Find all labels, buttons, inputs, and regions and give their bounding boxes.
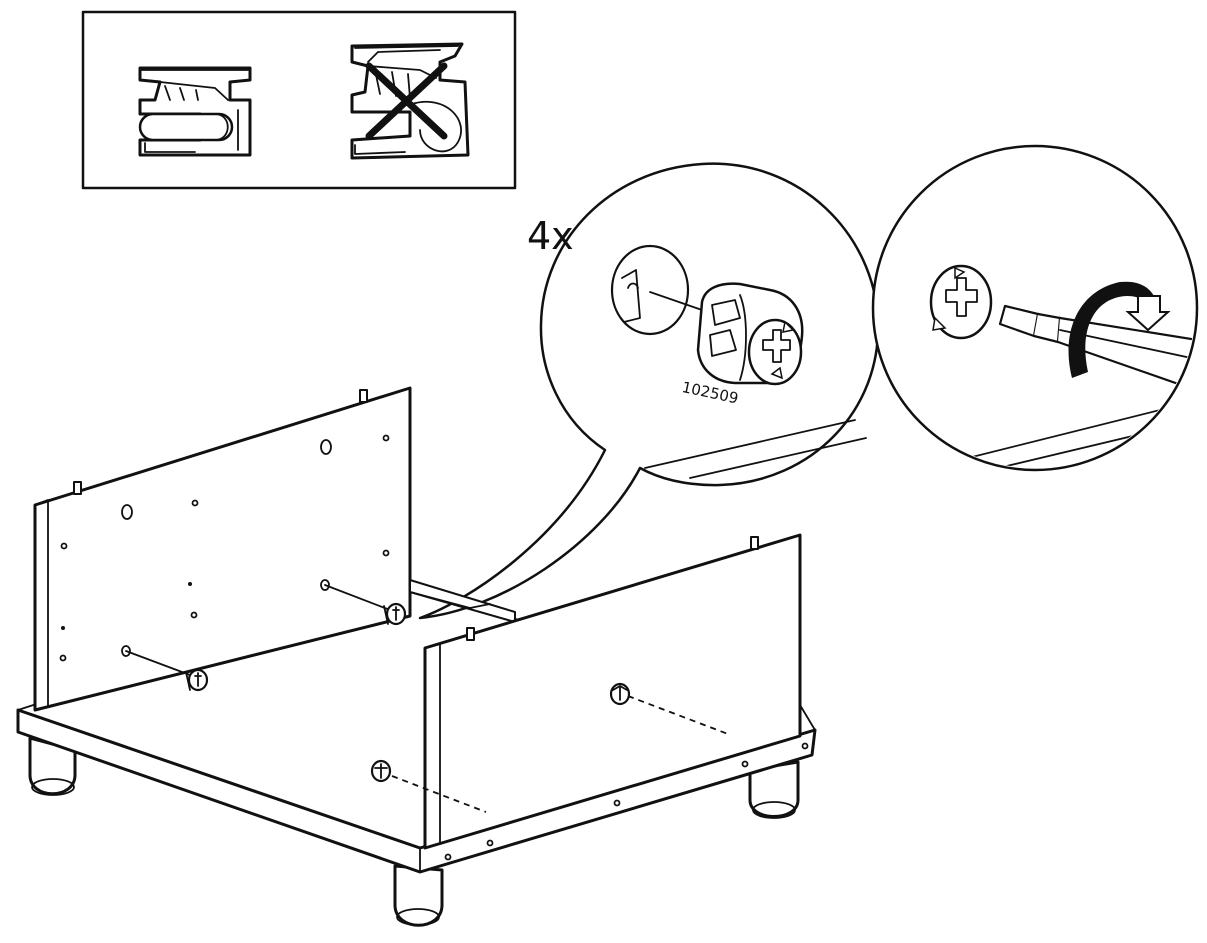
detail-callout-insert xyxy=(420,164,878,618)
cam-lock-correct-icon xyxy=(140,68,250,155)
quantity-label: 4x xyxy=(527,214,574,258)
cam-lock-installed-1 xyxy=(186,670,207,690)
orientation-inset xyxy=(83,12,515,188)
leg-front-center xyxy=(395,866,442,925)
cam-lock-fitting-icon xyxy=(698,284,802,384)
side-panel-back xyxy=(35,388,410,710)
cam-lock-base xyxy=(372,761,390,781)
detail-callout-tighten xyxy=(873,146,1207,480)
